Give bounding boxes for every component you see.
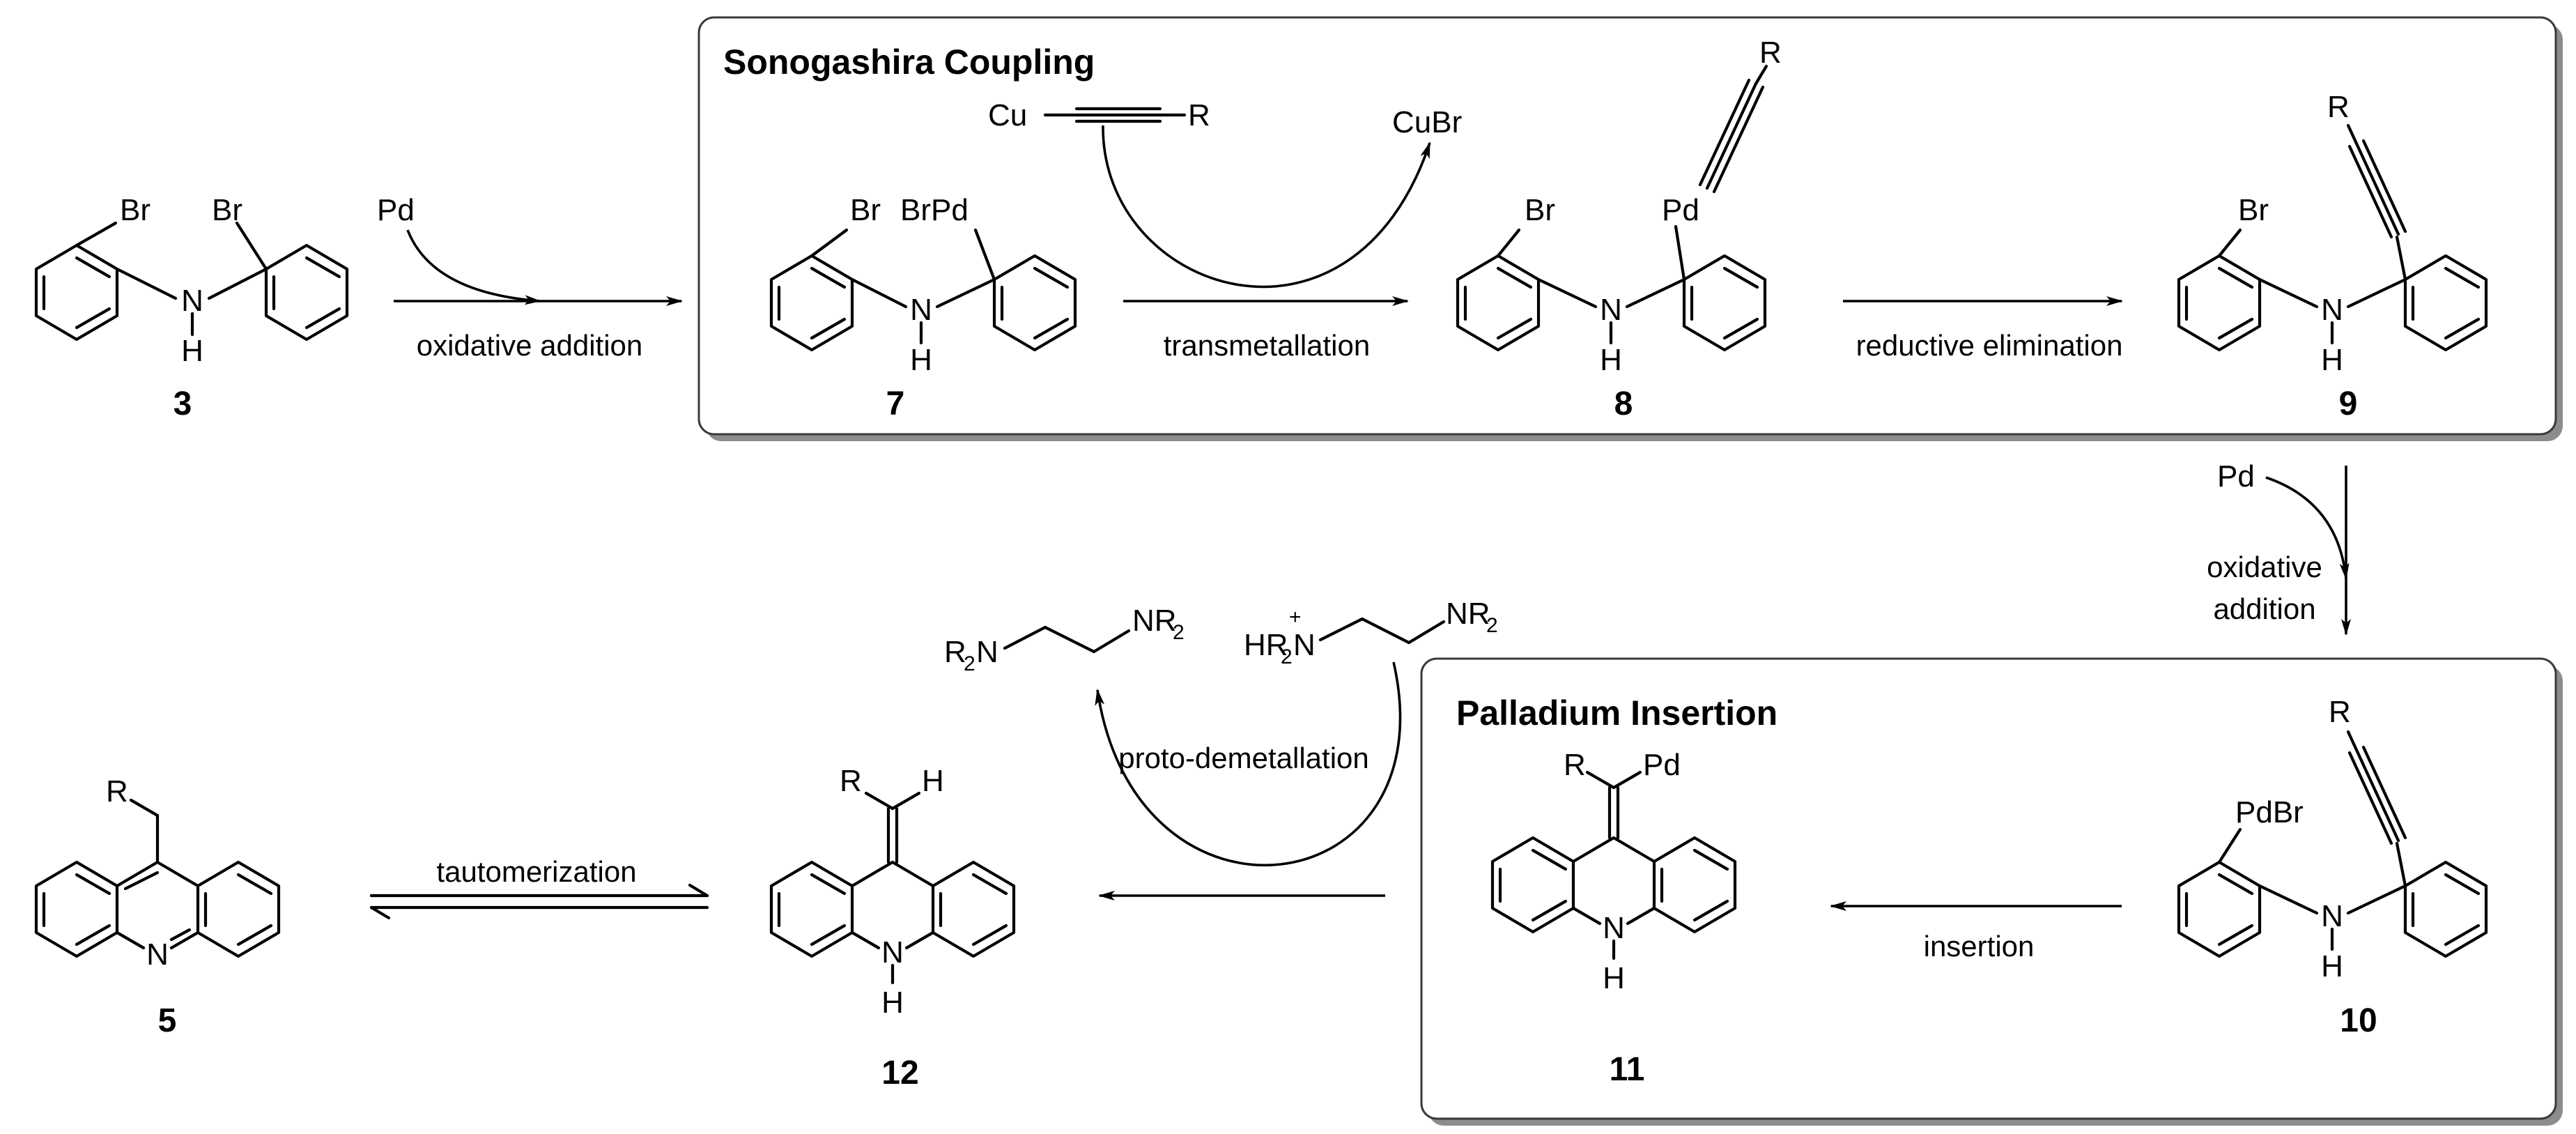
ammonium-nr-sub: 2 — [1486, 614, 1498, 637]
c11-nitrogen: N — [1603, 911, 1625, 945]
cu-acetylide-cu: Cu — [988, 98, 1027, 132]
c12-hydrogen: H — [881, 986, 904, 1020]
label-oxidative-line1: oxidative — [2207, 551, 2322, 583]
ammonium-hr: HR — [1244, 628, 1288, 662]
insertion-box: Palladium Insertion — [1420, 657, 2563, 1126]
compound-label-7: 7 — [886, 385, 905, 422]
c7-br: Br — [850, 193, 881, 227]
c10-nitrogen: N — [2321, 899, 2343, 933]
c11-r: R — [1564, 748, 1586, 782]
c12-r: R — [840, 764, 862, 798]
compound-label-11: 11 — [1610, 1051, 1645, 1088]
c12-nitrogen: N — [881, 935, 904, 970]
compound-8: Br Pd R N H 8 — [1456, 36, 1782, 422]
reagent-cubr: CuBr — [1392, 105, 1462, 139]
compound-5: R N 5 — [34, 774, 281, 1039]
compound-10: PdBr R N H 10 — [2177, 695, 2488, 1039]
c10-r: R — [2329, 695, 2351, 729]
c5-nitrogen: N — [146, 937, 169, 972]
step-oxidative-addition-1: Pd oxidative addition — [377, 193, 683, 362]
compound-9: Br R N H 9 — [2177, 90, 2488, 422]
c7-brpd: BrPd — [900, 193, 969, 227]
c3-br-right: Br — [212, 193, 242, 227]
step-transmetallation: Cu R CuBr transmetallation — [988, 98, 1462, 362]
compound-11: R Pd N H 11 — [1490, 748, 1737, 1088]
ammonium-nr: NR — [1446, 597, 1490, 631]
step-reductive-elimination: reductive elimination — [1843, 296, 2123, 362]
insertion-title: Palladium Insertion — [1456, 694, 1777, 733]
c8-nitrogen: N — [1600, 293, 1622, 327]
compound-12: R H N H 12 — [769, 764, 1016, 1091]
ammonium-charge: + — [1289, 606, 1302, 629]
c9-hydrogen: H — [2321, 343, 2343, 377]
c8-pd: Pd — [1662, 193, 1699, 227]
compound-label-8: 8 — [1614, 385, 1633, 422]
c7-hydrogen: H — [910, 343, 932, 377]
sonogashira-title: Sonogashira Coupling — [723, 43, 1095, 82]
compound-3: Br Br N H 3 — [34, 193, 349, 422]
c10-hydrogen: H — [2321, 949, 2343, 983]
c8-hydrogen: H — [1600, 343, 1622, 377]
step-proto-demetallation: proto-demetallation R 2 N NR 2 HR 2 + N … — [944, 597, 1498, 901]
diamine-r-sub: 2 — [964, 652, 975, 675]
compound-label-9: 9 — [2339, 385, 2358, 422]
c3-nitrogen: N — [181, 284, 203, 318]
compound-label-3: 3 — [173, 385, 192, 422]
label-tautomerization: tautomerization — [436, 855, 636, 888]
label-oxidative-line2: addition — [2213, 592, 2315, 625]
step-insertion: insertion — [1830, 901, 2122, 963]
c3-hydrogen: H — [181, 334, 203, 368]
reagent-pd-top: Pd — [377, 193, 415, 227]
c9-nitrogen: N — [2321, 293, 2343, 327]
reagent-pd-right: Pd — [2217, 459, 2255, 493]
label-reductive-elimination: reductive elimination — [1856, 329, 2123, 362]
label-oxidative-addition-1: oxidative addition — [417, 329, 643, 362]
compound-label-12: 12 — [881, 1055, 918, 1091]
compound-label-5: 5 — [158, 1002, 177, 1039]
c8-br: Br — [1525, 193, 1555, 227]
diamine-nr-sub: 2 — [1173, 621, 1185, 644]
label-proto-demetallation: proto-demetallation — [1118, 742, 1369, 774]
c12-vinyl-h: H — [922, 764, 944, 798]
cu-acetylide-r: R — [1188, 98, 1210, 132]
compound-label-10: 10 — [2340, 1002, 2377, 1039]
c10-pdbr: PdBr — [2235, 795, 2304, 829]
c11-hydrogen: H — [1603, 961, 1625, 995]
sonogashira-box: Sonogashira Coupling — [697, 16, 2563, 441]
label-transmetallation: transmetallation — [1164, 329, 1370, 362]
step-oxidative-addition-2: Pd oxidative addition — [2207, 459, 2351, 636]
c11-pd: Pd — [1643, 748, 1681, 782]
c3-br-left: Br — [120, 193, 151, 227]
c9-r: R — [2327, 90, 2350, 124]
diamine-r: R — [944, 635, 966, 669]
c9-br: Br — [2238, 193, 2269, 227]
compound-7: Br BrPd N H 7 — [769, 193, 1077, 422]
c8-r: R — [1759, 36, 1782, 70]
ammonium-n: N — [1293, 628, 1316, 662]
step-tautomerization: tautomerization — [369, 855, 709, 920]
diamine-n: N — [976, 635, 998, 669]
ammonium-hr-sub: 2 — [1281, 645, 1293, 668]
c7-nitrogen: N — [910, 293, 932, 327]
c5-r: R — [106, 774, 128, 809]
diamine-nr: NR — [1132, 604, 1177, 638]
label-insertion: insertion — [1924, 930, 2035, 963]
